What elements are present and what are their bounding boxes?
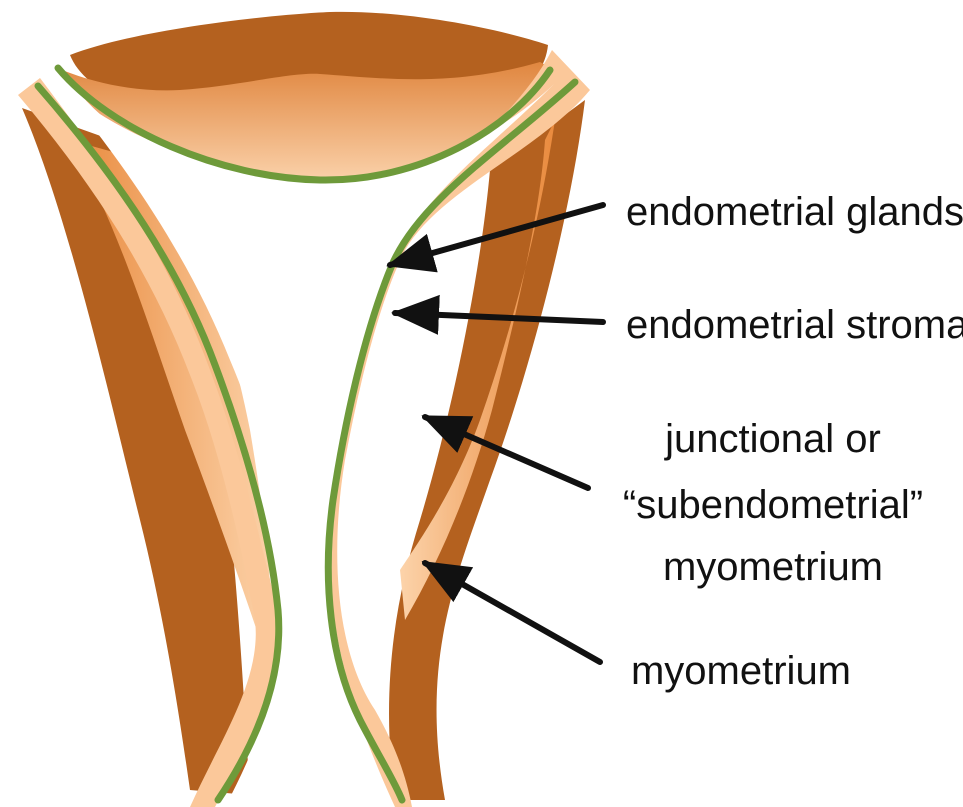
label-junctional-line-2: “subendometrial” bbox=[623, 483, 923, 527]
label-myometrium: myometrium bbox=[631, 649, 851, 693]
label-junctional-line-3: myometrium bbox=[663, 545, 883, 589]
label-junctional-line-1: junctional or bbox=[664, 417, 881, 461]
label-endometrial-glands: endometrial glands bbox=[626, 190, 963, 234]
arrow-myometrium bbox=[425, 563, 600, 662]
label-endometrial-stroma: endometrial stroma bbox=[626, 303, 963, 347]
